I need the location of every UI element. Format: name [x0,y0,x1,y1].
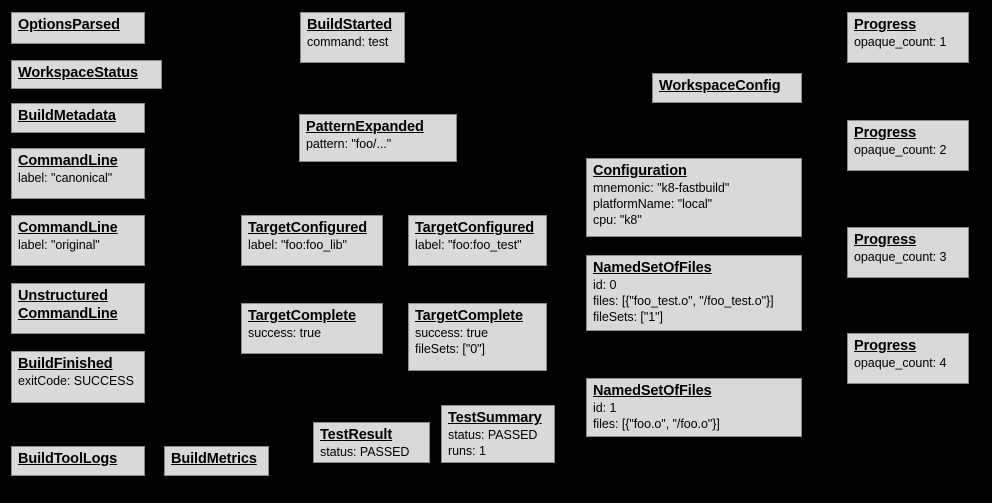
node-fields: exitCode: SUCCESS [18,374,138,390]
node-field: cpu: "k8" [593,212,642,227]
node-field: fileSets: ["0"] [415,342,485,357]
node-fields: opaque_count: 1 [854,35,962,51]
node-title: NamedSetOfFiles [593,383,712,399]
node-field: exitCode: SUCCESS [18,374,134,389]
node-target-complete-lib[interactable]: TargetComplete success: true [241,303,383,354]
node-field: status: PASSED [448,428,538,443]
node-test-result[interactable]: TestResult status: PASSED [313,422,430,463]
node-target-configured-lib[interactable]: TargetConfigured label: "foo:foo_lib" [241,215,383,266]
node-title: Unstructured CommandLine [18,288,118,323]
node-unstructured-command-line[interactable]: Unstructured CommandLine [11,283,145,334]
node-title: Progress [854,232,917,248]
node-title: PatternExpanded [306,119,424,135]
node-title: OptionsParsed [18,17,120,33]
node-field: label: "foo:foo_test" [415,238,522,253]
node-title: TargetComplete [415,308,523,324]
node-build-metadata[interactable]: BuildMetadata [11,103,145,133]
node-fields: pattern: "foo/..." [306,137,450,153]
node-field: platformName: "local" [593,197,712,212]
node-field: label: "canonical" [18,171,113,186]
node-build-started[interactable]: BuildStarted command: test [300,12,405,63]
node-title: CommandLine [18,153,118,169]
node-field: id: 1 [593,401,617,416]
node-title: CommandLine [18,220,118,236]
node-title: BuildMetrics [171,451,257,467]
node-field: label: "foo:foo_lib" [248,238,347,253]
node-title: TargetConfigured [248,220,367,236]
node-field: status: PASSED [320,445,410,460]
node-field: success: true [415,326,488,341]
node-title: NamedSetOfFiles [593,260,712,276]
node-field: opaque_count: 1 [854,35,947,50]
node-field: files: [{"foo_test.o", "/foo_test.o"}] [593,294,774,309]
node-fields: label: "foo:foo_test" [415,238,540,254]
node-build-metrics[interactable]: BuildMetrics [164,446,269,476]
node-title: TargetComplete [248,308,356,324]
node-field: mnemonic: "k8-fastbuild" [593,181,730,196]
node-progress-1[interactable]: Progress opaque_count: 1 [847,12,969,63]
node-field: id: 0 [593,278,617,293]
node-title: WorkspaceStatus [18,65,138,81]
node-title: BuildToolLogs [18,451,118,467]
node-title: WorkspaceConfig [659,78,781,94]
node-fields: label: "original" [18,238,138,254]
node-fields: status: PASSED [320,445,423,461]
node-progress-2[interactable]: Progress opaque_count: 2 [847,120,969,171]
node-field: label: "original" [18,238,100,253]
node-fields: command: test [307,35,398,51]
node-progress-3[interactable]: Progress opaque_count: 3 [847,227,969,278]
node-title: TestSummary [448,410,542,426]
node-title: BuildFinished [18,356,113,372]
node-fields: label: "canonical" [18,171,138,187]
node-field: opaque_count: 2 [854,143,947,158]
node-field: runs: 1 [448,444,486,459]
node-title: BuildStarted [307,17,393,33]
node-fields: label: "foo:foo_lib" [248,238,376,254]
node-field: opaque_count: 3 [854,250,947,265]
node-fields: mnemonic: "k8-fastbuild"platformName: "l… [593,181,795,228]
node-build-finished[interactable]: BuildFinished exitCode: SUCCESS [11,351,145,403]
node-title: BuildMetadata [18,108,116,124]
node-fields: opaque_count: 3 [854,250,962,266]
node-configuration[interactable]: Configuration mnemonic: "k8-fastbuild"pla… [586,158,802,237]
node-title: Progress [854,17,917,33]
node-fields: opaque_count: 2 [854,143,962,159]
node-options-parsed[interactable]: OptionsParsed [11,12,145,44]
node-title: Progress [854,338,917,354]
node-field: opaque_count: 4 [854,356,947,371]
node-field: fileSets: ["1"] [593,309,663,324]
node-command-line-canonical[interactable]: CommandLine label: "canonical" [11,148,145,199]
node-fields: opaque_count: 4 [854,356,962,372]
node-field: success: true [248,326,321,341]
node-field: pattern: "foo/..." [306,137,392,152]
node-progress-4[interactable]: Progress opaque_count: 4 [847,333,969,384]
node-title: Configuration [593,163,687,179]
node-field: files: [{"foo.o", "/foo.o"}] [593,417,720,432]
node-workspace-config[interactable]: WorkspaceConfig [652,73,802,103]
node-build-tool-logs[interactable]: BuildToolLogs [11,446,145,476]
node-workspace-status[interactable]: WorkspaceStatus [11,60,162,89]
node-fields: success: true [248,326,376,342]
node-title: TargetConfigured [415,220,534,236]
node-target-configured-test[interactable]: TargetConfigured label: "foo:foo_test" [408,215,547,266]
node-pattern-expanded[interactable]: PatternExpanded pattern: "foo/..." [299,114,457,162]
node-title: TestResult [320,427,393,443]
node-field: command: test [307,35,389,50]
node-title: Progress [854,125,917,141]
node-command-line-original[interactable]: CommandLine label: "original" [11,215,145,266]
